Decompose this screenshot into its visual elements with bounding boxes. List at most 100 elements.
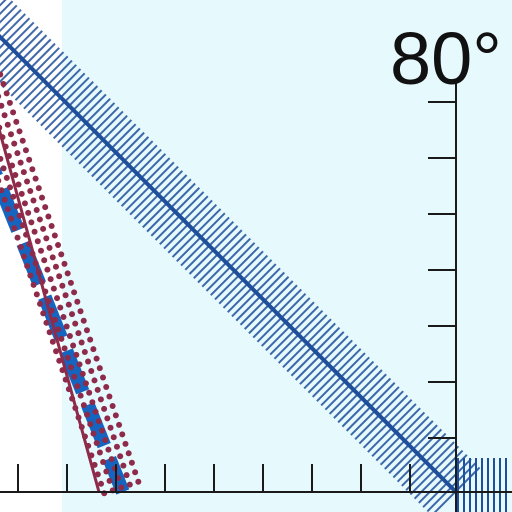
dot-mark <box>113 443 120 450</box>
dot-mark <box>13 118 20 125</box>
dot-mark <box>89 399 96 406</box>
dot-mark <box>0 155 4 162</box>
dot-mark <box>75 330 82 337</box>
dot-mark <box>20 253 27 260</box>
dot-mark <box>120 462 127 469</box>
dot-mark <box>108 456 115 463</box>
dot-mark <box>126 481 133 488</box>
dot-mark <box>119 431 126 438</box>
dot-mark <box>58 335 65 342</box>
dot-mark <box>95 418 102 425</box>
dot-mark <box>17 159 24 166</box>
dot-mark <box>8 215 15 222</box>
dot-mark <box>44 266 51 273</box>
dot-mark <box>94 386 101 393</box>
dot-mark <box>100 458 107 465</box>
series-solid-line <box>0 126 101 493</box>
dot-mark <box>85 358 92 365</box>
dot-mark <box>32 175 39 182</box>
dot-mark <box>52 263 59 270</box>
dot-mark <box>4 206 11 213</box>
dot-mark <box>22 147 29 154</box>
dot-mark <box>28 219 35 226</box>
dot-mark <box>103 384 110 391</box>
dot-mark <box>90 346 97 353</box>
dot-mark <box>65 301 72 308</box>
dot-mark <box>41 257 48 264</box>
dot-mark <box>81 349 88 356</box>
dot-mark <box>94 471 101 478</box>
dot-mark <box>11 225 18 232</box>
dot-mark <box>55 241 62 248</box>
dot-mark <box>10 193 17 200</box>
dot-mark <box>10 109 17 116</box>
dot-mark <box>88 367 95 374</box>
dot-mark <box>93 440 100 447</box>
dot-mark <box>64 354 71 361</box>
dot-mark <box>46 329 53 336</box>
dot-mark <box>71 289 78 296</box>
dot-mark <box>132 469 139 476</box>
dot-mark <box>7 131 14 138</box>
dot-mark <box>117 453 124 460</box>
dot-mark <box>0 80 7 87</box>
dot-mark <box>58 251 65 258</box>
dot-mark <box>122 440 129 447</box>
dot-mark <box>60 314 67 321</box>
dot-mark <box>73 351 80 358</box>
dot-mark <box>92 408 99 415</box>
dot-mark <box>48 223 55 230</box>
dot-mark <box>123 472 130 479</box>
dot-mark <box>43 235 50 242</box>
dot-mark <box>104 415 111 422</box>
dot-mark <box>80 317 87 324</box>
dot-mark <box>6 99 13 106</box>
dot-mark <box>125 450 132 457</box>
dot-mark <box>96 449 103 456</box>
dot-mark <box>112 412 119 419</box>
dot-mark <box>71 373 78 380</box>
dot-mark <box>14 150 21 157</box>
dot-mark <box>61 345 68 352</box>
dot-mark <box>90 430 97 437</box>
dot-mark <box>31 228 38 235</box>
dot-mark <box>87 421 94 428</box>
angle-label: 80° <box>390 17 502 100</box>
dot-mark <box>78 339 85 346</box>
dot-mark <box>36 216 43 223</box>
dot-mark <box>3 90 10 97</box>
dot-mark <box>98 480 105 487</box>
dot-mark <box>54 295 61 302</box>
dot-mark <box>37 300 44 307</box>
dot-mark <box>0 93 2 99</box>
dot-mark <box>69 311 76 318</box>
dot-mark <box>64 270 71 277</box>
dot-mark <box>66 332 73 339</box>
dot-mark <box>107 424 114 431</box>
dot-mark <box>11 140 18 147</box>
dot-mark <box>55 326 62 333</box>
dot-mark <box>93 355 100 362</box>
dot-mark <box>86 389 93 396</box>
dot-mark <box>91 377 98 384</box>
dot-mark <box>83 327 90 334</box>
dot-mark <box>70 342 77 349</box>
dot-mark <box>109 402 116 409</box>
dot-mark <box>53 348 60 355</box>
dot-mark <box>77 308 84 315</box>
dot-mark <box>29 166 36 173</box>
dot-mark <box>0 187 5 194</box>
dot-mark <box>35 185 42 192</box>
dot-mark <box>7 184 14 191</box>
dot-mark <box>30 281 37 288</box>
dot-mark <box>1 196 8 203</box>
dot-mark <box>30 197 37 204</box>
dot-mark <box>25 209 32 216</box>
dot-mark <box>106 477 113 484</box>
dot-mark <box>102 437 109 444</box>
dot-mark <box>14 234 21 241</box>
dot-mark <box>40 310 47 317</box>
dot-mark <box>13 203 20 210</box>
dot-mark <box>50 285 57 292</box>
dot-mark <box>24 262 31 269</box>
